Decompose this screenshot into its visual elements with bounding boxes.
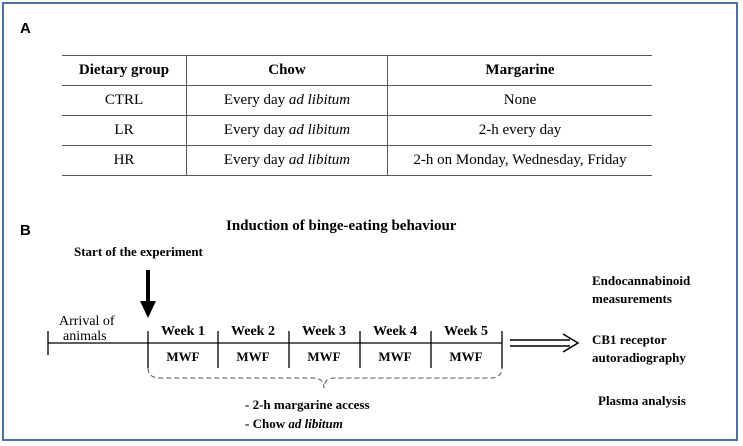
- figure-frame: [2, 2, 738, 441]
- endo-line-2: measurements: [592, 291, 672, 306]
- endocannabinoid-outcome: Endocannabinoid measurements: [592, 272, 690, 308]
- chow-text: Every day: [223, 122, 289, 138]
- week-label: Week 4: [373, 324, 417, 339]
- margarine-cell: None: [387, 85, 652, 116]
- plasma-outcome: Plasma analysis: [598, 393, 686, 408]
- group-cell: HR: [62, 145, 187, 176]
- dietary-group-table: Dietary group Chow Margarine CTRL Every …: [62, 55, 652, 176]
- treatment-bracket: [147, 367, 503, 389]
- schedule-label: MWF: [307, 349, 341, 364]
- chow-italic: ad libitum: [288, 92, 351, 108]
- treatment-text: - Chow: [245, 416, 289, 431]
- chow-text: Every day: [223, 152, 289, 168]
- chow-italic: ad libitum: [288, 122, 351, 138]
- treatment-line-2: - Chow ad libitum: [245, 414, 370, 433]
- table-row-lr: LR Every day ad libitum 2-h every day: [62, 115, 652, 146]
- timeline-title: Induction of binge-eating behaviour: [226, 218, 457, 234]
- panel-b-label: B: [20, 222, 31, 239]
- table-row-hr: HR Every day ad libitum 2-h on Monday, W…: [62, 145, 652, 176]
- chow-cell: Every day ad libitum: [186, 115, 388, 146]
- schedule-label: MWF: [378, 349, 412, 364]
- header-margarine: Margarine: [387, 55, 652, 86]
- panel-a-label: A: [20, 20, 31, 37]
- schedule-label: MWF: [449, 349, 483, 364]
- treatment-label: - 2-h margarine access - Chow ad libitum: [245, 395, 370, 433]
- week-label: Week 1: [161, 324, 205, 339]
- treatment-line-1: - 2-h margarine access: [245, 397, 370, 412]
- start-arrow: [140, 270, 156, 318]
- chow-italic: ad libitum: [288, 152, 351, 168]
- table-header-row: Dietary group Chow Margarine: [62, 55, 652, 86]
- week-label: Week 2: [231, 324, 275, 339]
- endo-line-1: Endocannabinoid: [592, 273, 691, 288]
- arrival-label: Arrival of animals: [59, 314, 115, 344]
- outcome-arrow: [510, 333, 580, 353]
- cb1-line-2: autoradiography: [592, 350, 686, 365]
- group-cell: LR: [62, 115, 187, 146]
- schedule-label: MWF: [236, 349, 270, 364]
- arrival-line-1: Arrival of: [59, 314, 115, 329]
- group-cell: CTRL: [62, 85, 187, 116]
- cb1-line-1: CB1 receptor: [592, 332, 667, 347]
- schedule-label: MWF: [166, 349, 200, 364]
- week-label: Week 5: [444, 324, 488, 339]
- treatment-italic: ad libitum: [288, 416, 343, 431]
- cb1-outcome: CB1 receptor autoradiography: [592, 331, 686, 367]
- week-label: Week 3: [302, 324, 346, 339]
- start-label: Start of the experiment: [74, 244, 203, 259]
- margarine-cell: 2-h on Monday, Wednesday, Friday: [387, 145, 652, 176]
- header-chow: Chow: [186, 55, 388, 86]
- chow-cell: Every day ad libitum: [186, 85, 388, 116]
- margarine-cell: 2-h every day: [387, 115, 652, 146]
- chow-cell: Every day ad libitum: [186, 145, 388, 176]
- table-row-ctrl: CTRL Every day ad libitum None: [62, 85, 652, 116]
- arrival-line-2: animals: [63, 329, 107, 344]
- chow-text: Every day: [223, 92, 289, 108]
